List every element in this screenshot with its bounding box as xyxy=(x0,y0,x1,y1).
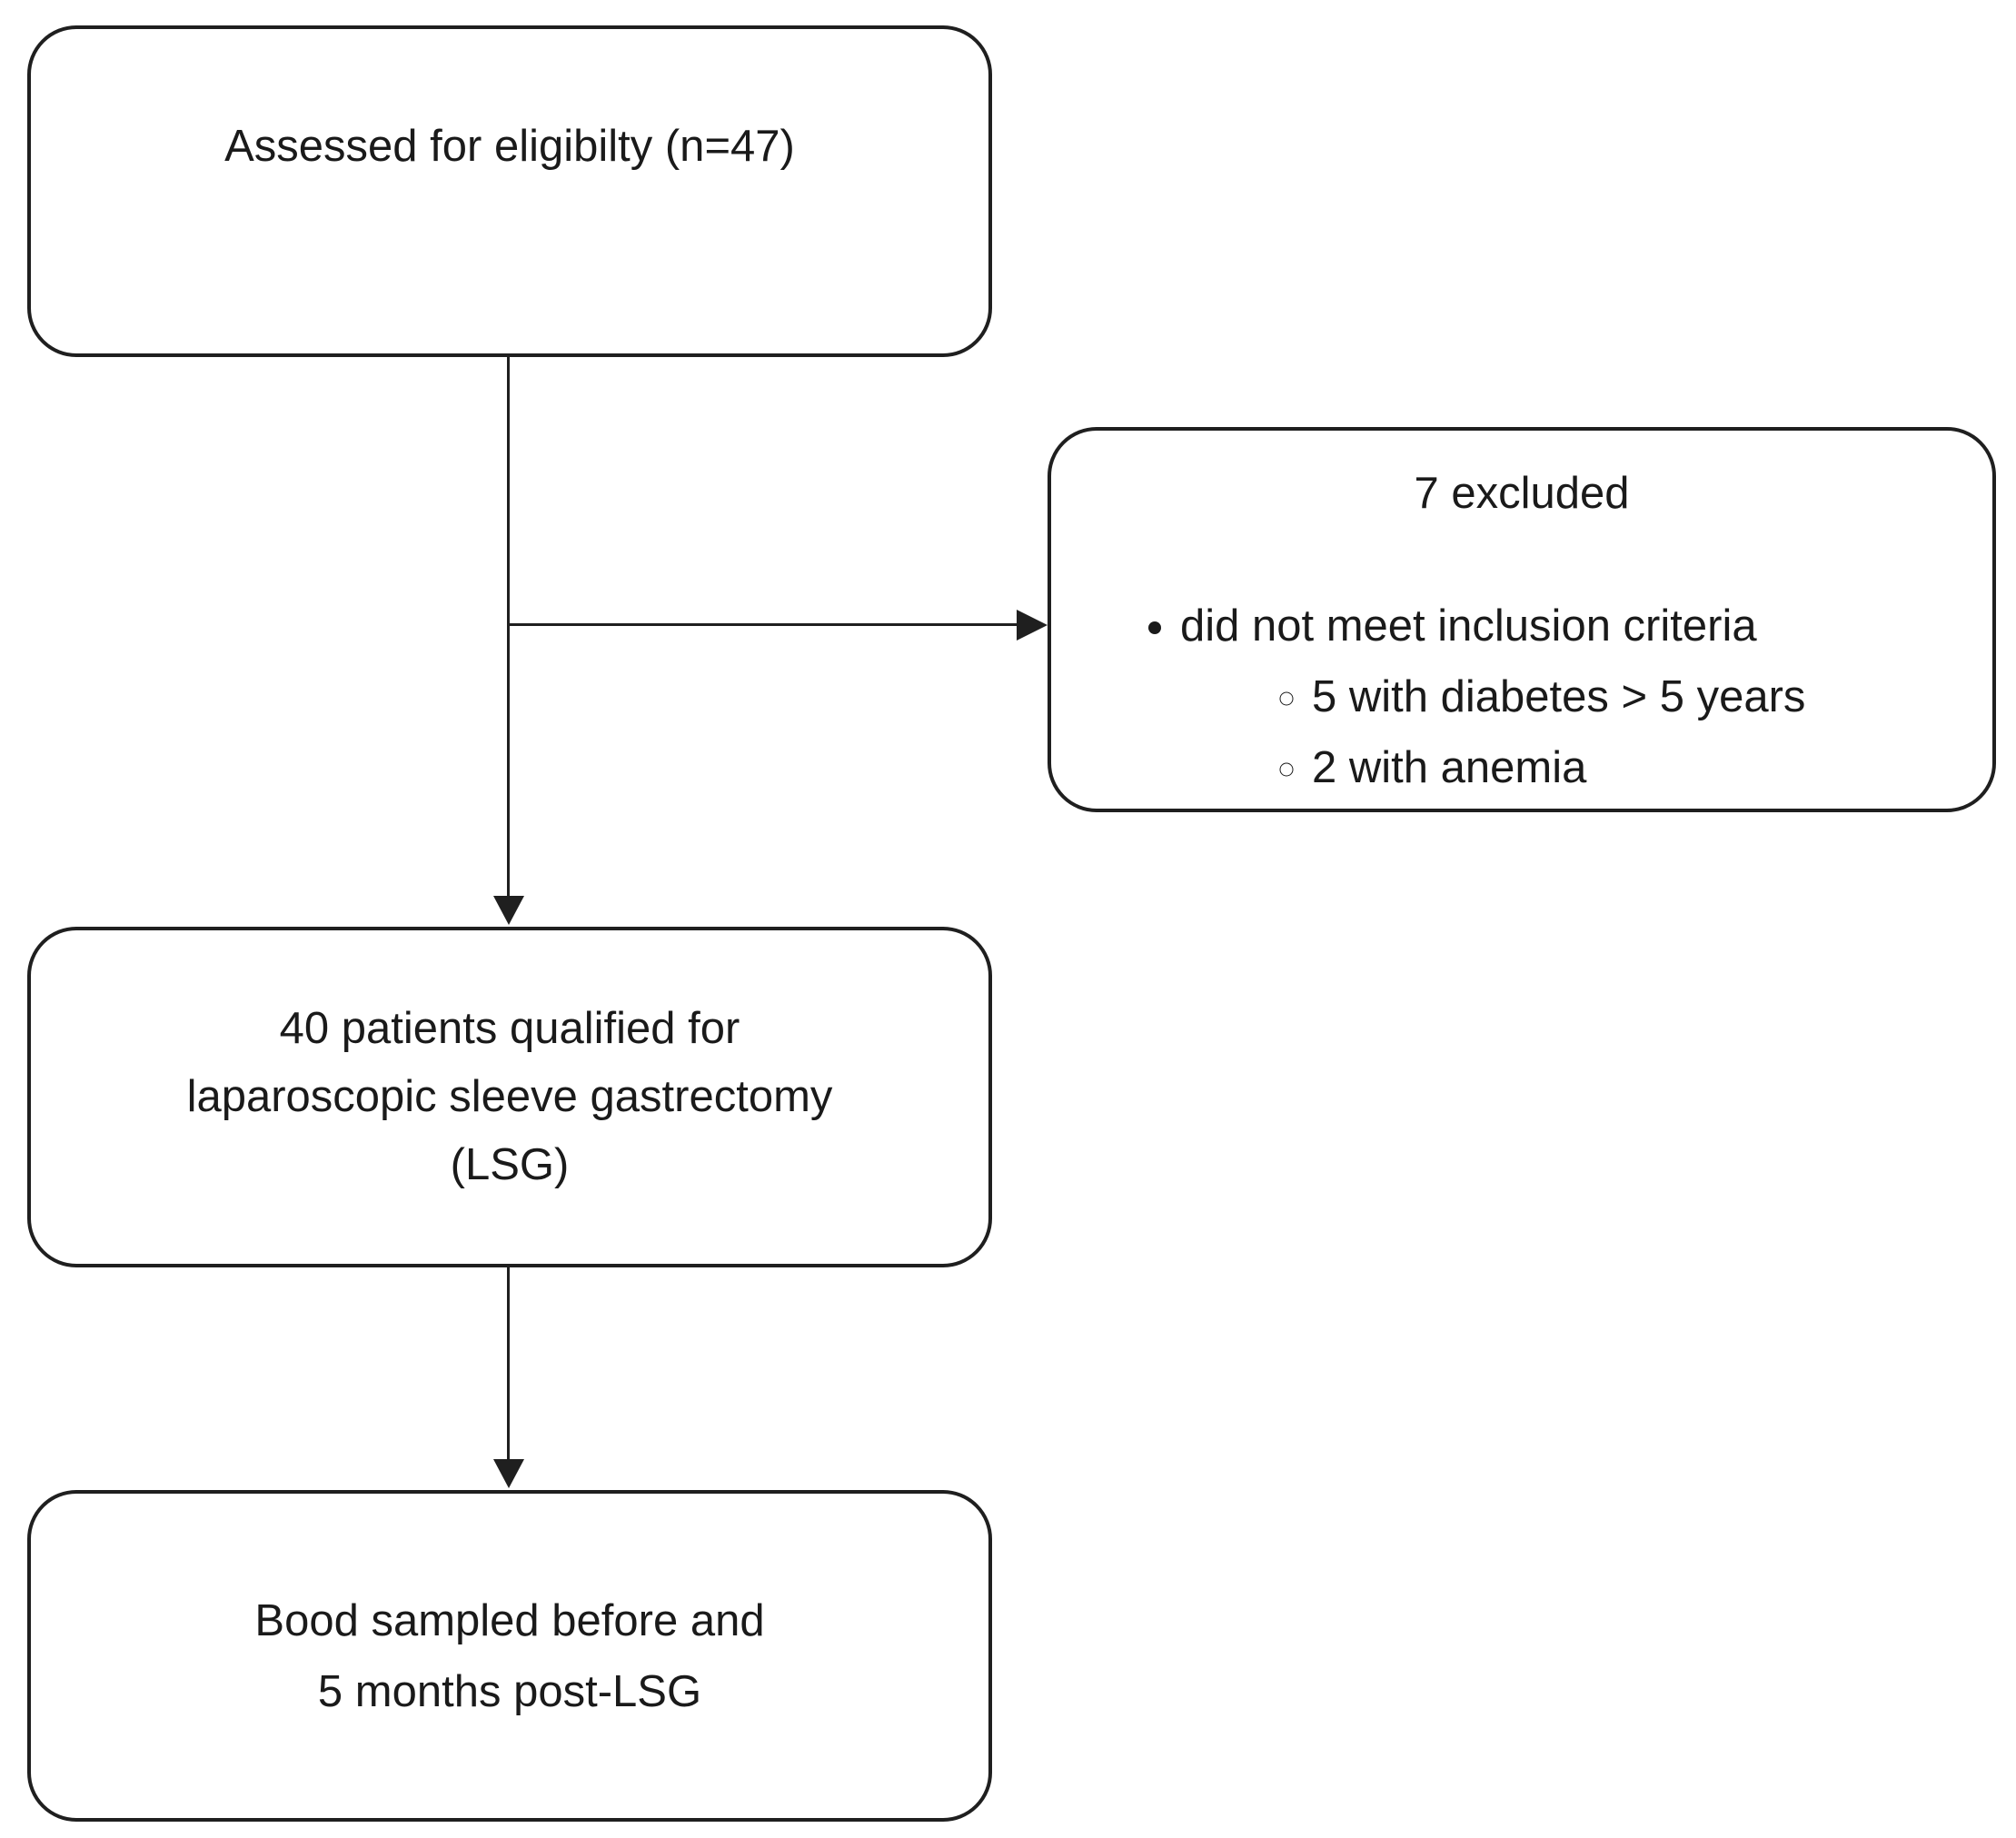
assessed-eligibility-label: Assessed for eligibilty (n=47) xyxy=(224,121,795,171)
excluded-details-list: 5 with diabetes > 5 years 2 with anemia xyxy=(1051,661,1992,803)
arrowhead-down-sampled xyxy=(493,1459,524,1488)
qualified-patients-line2: laparoscopic sleeve gastrectomy xyxy=(186,1072,833,1121)
excluded-box: 7 excluded did not meet inclusion criter… xyxy=(1048,427,1996,812)
excluded-detail-item: 2 with anemia xyxy=(1312,732,1992,803)
qualified-patients-line3: (LSG) xyxy=(450,1140,570,1189)
excluded-title: 7 excluded xyxy=(1414,469,1630,518)
connector-assessed-to-qualified xyxy=(507,356,510,898)
excluded-detail-diabetes-label: 5 with diabetes > 5 years xyxy=(1312,672,1806,721)
arrowhead-down-qualified xyxy=(493,896,524,925)
assessed-eligibility-box: Assessed for eligibilty (n=47) xyxy=(27,25,992,357)
connector-qualified-to-sampled xyxy=(507,1266,510,1462)
blood-sampled-box: Bood sampled before and 5 months post-LS… xyxy=(27,1490,992,1822)
blood-sampled-line2: 5 months post-LSG xyxy=(317,1666,702,1716)
excluded-reason-label: did not meet inclusion criteria xyxy=(1180,601,1757,651)
excluded-detail-item: 5 with diabetes > 5 years xyxy=(1312,661,1992,732)
connector-branch-to-excluded xyxy=(508,623,1017,626)
excluded-reasons-list: did not meet inclusion criteria xyxy=(1051,591,1992,661)
excluded-detail-anemia-label: 2 with anemia xyxy=(1312,743,1587,792)
arrowhead-right-excluded xyxy=(1017,610,1048,641)
qualified-patients-box: 40 patients qualified for laparoscopic s… xyxy=(27,927,992,1267)
excluded-reason-item: did not meet inclusion criteria xyxy=(1180,591,1992,661)
qualified-patients-line1: 40 patients qualified for xyxy=(279,1004,740,1053)
blood-sampled-line1: Bood sampled before and xyxy=(254,1595,765,1645)
